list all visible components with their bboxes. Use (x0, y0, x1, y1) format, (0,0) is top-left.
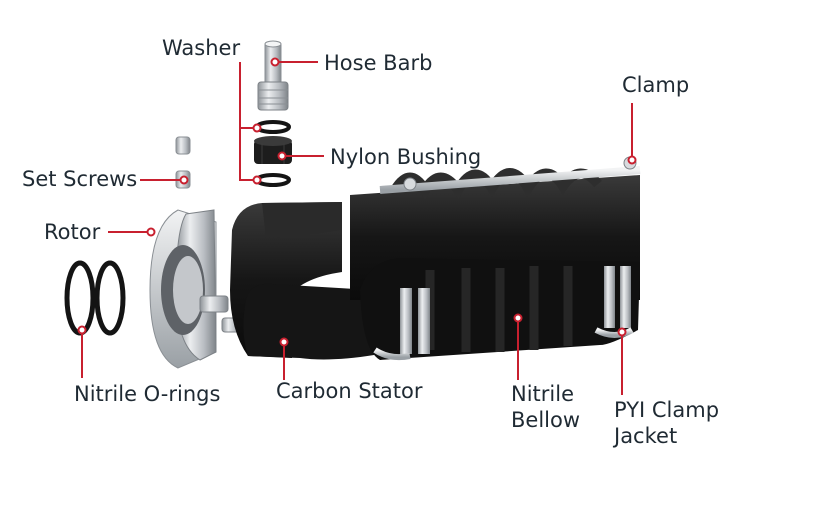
nylon-bushing-part (254, 136, 292, 164)
pyi-clamp-jacket-part (400, 266, 631, 354)
carbon-stator-part (230, 202, 374, 360)
leader-washer (239, 62, 257, 181)
nitrile-orings-part (64, 260, 126, 336)
label-washer: Washer (162, 36, 241, 60)
label-rotor: Rotor (44, 220, 101, 244)
label-nitrile-orings: Nitrile O-rings (74, 382, 221, 406)
clamp-part (373, 156, 641, 361)
leader-dots (77, 57, 637, 347)
label-nitrile-bellow-line2: Bellow (511, 408, 581, 432)
label-nylon-bushing: Nylon Bushing (330, 145, 482, 169)
washer-top-part (255, 120, 291, 134)
label-nitrile-bellow: Nitrile Bellow (511, 381, 580, 433)
leader-lines (81, 61, 633, 395)
label-clamp: Clamp (622, 73, 690, 97)
label-nitrile-bellow-line1: Nitrile (511, 382, 574, 406)
hose-barb-part (257, 40, 289, 111)
label-pyi-clamp-jacket-line2: Jacket (614, 424, 678, 448)
label-hose-barb: Hose Barb (324, 51, 433, 75)
rotor-part (149, 209, 241, 369)
label-pyi-clamp-jacket-line1: PYI Clamp (614, 398, 720, 422)
label-set-screws: Set Screws (22, 167, 138, 191)
washer-bottom-part (255, 173, 291, 187)
label-pyi-clamp-jacket: PYI Clamp Jacket (614, 397, 719, 449)
label-carbon-stator: Carbon Stator (276, 379, 423, 403)
